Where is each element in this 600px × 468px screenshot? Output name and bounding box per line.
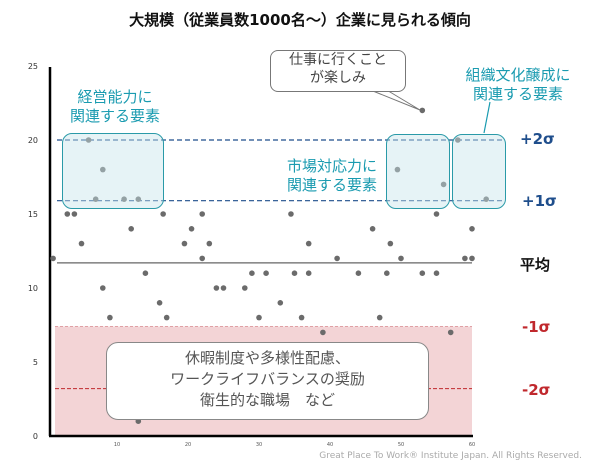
data-point (256, 314, 262, 321)
data-point (433, 211, 440, 217)
data-point (199, 255, 205, 262)
data-point (100, 166, 106, 173)
mean-label: 平均 (520, 256, 551, 274)
data-point (298, 314, 305, 321)
data-point (398, 255, 404, 262)
data-point (433, 270, 440, 277)
minus1-sigma-label: -1σ (522, 318, 551, 336)
data-point (305, 240, 312, 247)
data-point (242, 285, 248, 291)
plus2-sigma-label: +2σ (520, 130, 555, 148)
data-point (199, 211, 205, 217)
culture-label: 組織文化醸成に 関連する要素 (458, 66, 578, 104)
data-point (462, 255, 468, 262)
label-line: 組織文化醸成に (465, 66, 571, 84)
data-point (188, 226, 195, 232)
minus2-sigma-label: -2σ (522, 381, 551, 399)
callout-line: が楽しみ (310, 70, 366, 86)
note-line: 衛生的な職場 など (199, 391, 335, 409)
market-highlight-box (386, 134, 450, 209)
data-point (263, 270, 269, 277)
data-point (71, 211, 78, 217)
market-label: 市場対応力に 関連する要素 (278, 157, 386, 195)
y-tick-label: 0 (33, 432, 38, 441)
data-point (160, 211, 166, 217)
y-tick-label: 20 (28, 136, 38, 145)
data-point (213, 285, 220, 291)
data-point (163, 314, 170, 321)
copyright-footer: Great Place To Work® Institute Japan. Al… (319, 451, 582, 461)
data-point (355, 270, 362, 277)
y-tick-label: 15 (28, 210, 38, 219)
x-tick-label: 40 (327, 442, 333, 448)
data-point (277, 300, 284, 306)
data-point (142, 270, 149, 277)
data-point (387, 240, 394, 247)
data-point (206, 240, 213, 247)
data-point (78, 240, 85, 247)
culture-highlight-box (452, 134, 506, 209)
data-point (121, 196, 127, 202)
data-point (135, 196, 142, 202)
data-point (156, 300, 163, 306)
data-point (469, 226, 475, 232)
note-line: 休暇制度や多様性配慮、 (184, 349, 350, 367)
label-line: 関連する要素 (472, 85, 563, 103)
y-tick-label: 10 (28, 284, 38, 293)
label-line: 経営能力に (77, 88, 153, 106)
label-line: 関連する要素 (286, 176, 377, 194)
data-point (100, 285, 106, 291)
y-tick-label: 25 (28, 62, 38, 71)
data-point (50, 255, 56, 262)
x-tick-label: 30 (256, 442, 262, 448)
hygiene-factors-note: 休暇制度や多様性配慮、 ワークライフバランスの奨励 衛生的な職場 など (106, 342, 429, 420)
data-point (305, 270, 312, 277)
plus1-sigma-label: +1σ (522, 192, 557, 210)
data-point (249, 270, 255, 277)
x-tick-label: 60 (469, 442, 475, 448)
data-point (334, 255, 340, 262)
data-point (181, 240, 188, 247)
x-tick-label: 50 (398, 442, 404, 448)
x-tick-label: 20 (185, 442, 191, 448)
data-point (220, 285, 227, 291)
chart-title: 大規模（従業員数1000名～）企業に見られる傾向 (129, 11, 471, 29)
callout-line: 仕事に行くこと (289, 52, 387, 68)
data-point (394, 166, 401, 173)
data-point (483, 196, 490, 202)
data-point (107, 314, 113, 321)
data-point (288, 211, 294, 217)
data-point (291, 270, 298, 277)
data-point (85, 137, 92, 143)
management-highlight-box (62, 133, 164, 209)
note-line: ワークライフバランスの奨励 (170, 370, 365, 388)
callout-tail (367, 88, 421, 111)
data-point (440, 181, 447, 188)
y-tick-label: 5 (33, 358, 38, 367)
data-point (469, 255, 475, 262)
data-point (369, 226, 376, 232)
label-line: 関連する要素 (69, 107, 160, 125)
data-point (320, 329, 326, 336)
label-line: 市場対応力に (286, 157, 377, 175)
culture-label-leader (483, 101, 491, 134)
data-point (419, 107, 426, 114)
data-point (384, 270, 390, 277)
data-point (419, 270, 426, 277)
x-tick-label: 10 (114, 442, 120, 448)
callout-bubble: 仕事に行くこと が楽しみ (270, 50, 406, 92)
data-point (128, 226, 134, 232)
data-point (447, 329, 454, 336)
data-point (92, 196, 99, 202)
data-point (376, 314, 383, 321)
data-point (64, 211, 71, 217)
management-label: 経営能力に 関連する要素 (55, 88, 175, 126)
